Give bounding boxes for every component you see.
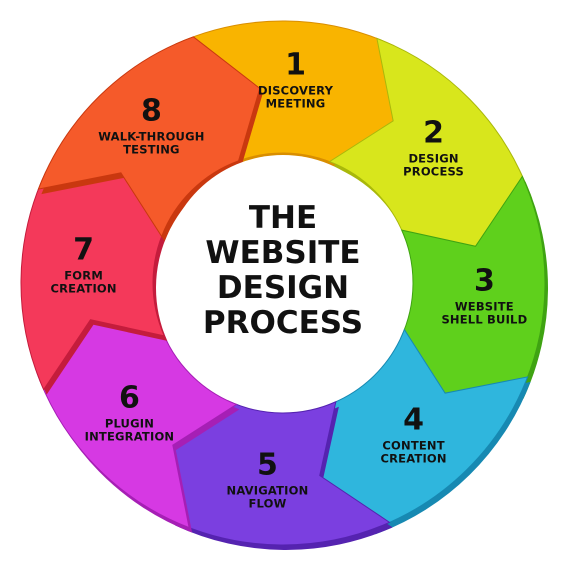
step-number: 3 [474,264,495,299]
cycle-segments [20,20,548,550]
center-title-line: THE [249,200,317,236]
step-label-line: CREATION [50,281,116,295]
step-label-line: CONTENT [382,439,444,453]
step-number: 4 [403,403,424,438]
step-number: 6 [119,381,140,416]
step-8-segment [37,36,261,238]
step-number: 2 [423,115,444,150]
step-labels: 1DISCOVERYMEETING2DESIGNPROCESS3WEBSITES… [50,48,527,511]
center-title-line: DESIGN [217,270,349,306]
center-circle [163,155,403,395]
step-label-line: CREATION [380,452,446,466]
step-label-line: MEETING [266,97,326,111]
step-label-line: INTEGRATION [85,430,175,444]
step-label-line: WEBSITE [455,300,514,314]
step-number: 8 [141,93,162,128]
center-title-line: PROCESS [203,305,363,341]
step-number: 1 [285,48,306,83]
center-title: THE WEBSITE DESIGN PROCESS [203,200,363,341]
step-label-line: NAVIGATION [227,483,309,497]
step-label-line: DESIGN [408,151,458,165]
step-label-line: PLUGIN [105,417,154,431]
step-label-line: FORM [64,268,103,282]
step-label-line: WALK-THROUGH [98,129,204,143]
center-title-line: WEBSITE [205,235,360,271]
step-label-line: PROCESS [403,164,464,178]
step-number: 5 [257,447,278,482]
step-label-line: FLOW [248,496,286,510]
step-label-line: DISCOVERY [258,84,334,98]
step-label-line: SHELL BUILD [441,313,527,327]
step-label-line: TESTING [123,142,180,156]
step-number: 7 [73,232,94,267]
